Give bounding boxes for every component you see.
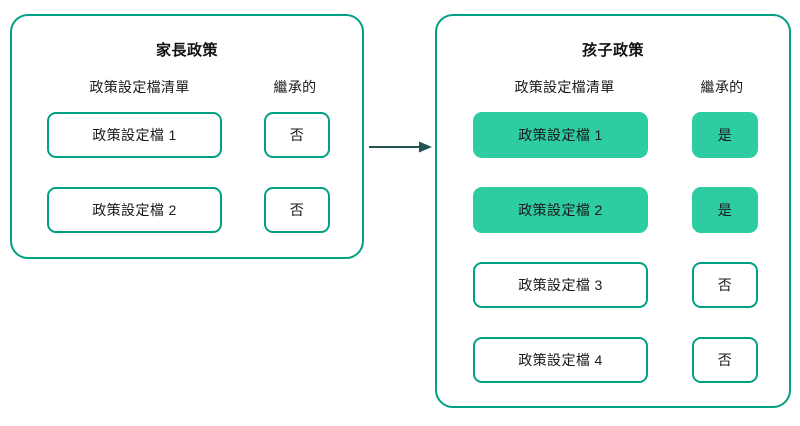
child-column-headers: 政策設定檔清單 繼承的 [437, 77, 789, 99]
parent-policy-rows: 政策設定檔 1 否 政策設定檔 2 否 [12, 112, 362, 233]
child-policy-rows: 政策設定檔 1 是 政策設定檔 2 是 政策設定檔 3 否 政策設定檔 4 否 [437, 112, 789, 383]
policy-profile-chip[interactable]: 政策設定檔 2 [47, 187, 222, 233]
child-policy-title: 孩子政策 [581, 42, 644, 59]
table-row: 政策設定檔 1 是 [437, 112, 789, 158]
inherited-status-badge[interactable]: 否 [692, 262, 758, 308]
inherited-status-badge[interactable]: 是 [692, 112, 758, 158]
parent-policy-panel: 家長政策 政策設定檔清單 繼承的 政策設定檔 1 否 政策設定檔 2 否 [10, 14, 364, 259]
table-row: 政策設定檔 2 否 [12, 187, 362, 233]
parent-policy-title: 家長政策 [155, 42, 218, 59]
table-row: 政策設定檔 1 否 [12, 112, 362, 158]
parent-column-headers: 政策設定檔清單 繼承的 [12, 77, 362, 99]
policy-profile-chip[interactable]: 政策設定檔 1 [473, 112, 648, 158]
inherited-status-badge[interactable]: 否 [264, 112, 330, 158]
parent-column-header-inherited: 繼承的 [273, 79, 317, 95]
parent-column-header-profiles: 政策設定檔清單 [89, 79, 190, 95]
policy-profile-chip[interactable]: 政策設定檔 4 [473, 337, 648, 383]
inherited-status-badge[interactable]: 否 [692, 337, 758, 383]
child-column-header-inherited: 繼承的 [700, 79, 744, 95]
table-row: 政策設定檔 2 是 [437, 187, 789, 233]
policy-profile-chip[interactable]: 政策設定檔 2 [473, 187, 648, 233]
table-row: 政策設定檔 4 否 [437, 337, 789, 383]
inherited-status-badge[interactable]: 是 [692, 187, 758, 233]
flow-arrow-icon [369, 139, 433, 155]
table-row: 政策設定檔 3 否 [437, 262, 789, 308]
policy-profile-chip[interactable]: 政策設定檔 3 [473, 262, 648, 308]
inherited-status-badge[interactable]: 否 [264, 187, 330, 233]
child-column-header-profiles: 政策設定檔清單 [514, 79, 615, 95]
child-policy-panel: 孩子政策 政策設定檔清單 繼承的 政策設定檔 1 是 政策設定檔 2 是 政策設… [435, 14, 791, 408]
policy-profile-chip[interactable]: 政策設定檔 1 [47, 112, 222, 158]
